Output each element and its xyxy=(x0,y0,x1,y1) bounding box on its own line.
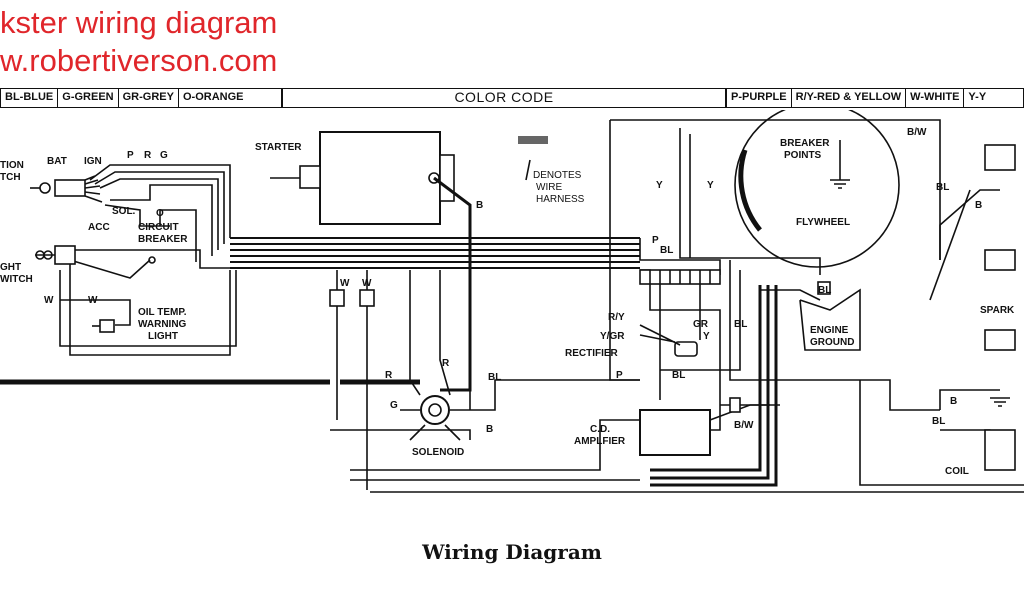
terminal-strip xyxy=(639,269,721,285)
ign-label: IGN xyxy=(84,156,102,167)
legend-item: G-GREEN xyxy=(58,89,119,107)
legend-item: R/Y-RED & YELLOW xyxy=(792,89,907,107)
solenoid-label: SOLENOID xyxy=(412,447,464,458)
wire-label: R xyxy=(442,358,450,369)
color-code-title: COLOR CODE xyxy=(282,88,726,108)
wire-label: G xyxy=(390,400,398,411)
rectifier xyxy=(639,324,698,357)
oil-temp-light xyxy=(92,319,115,333)
legend-item: BL-BLUE xyxy=(1,89,59,107)
cd-amplifier-label: C.D.AMPLFIER xyxy=(574,424,626,447)
wire-label: O xyxy=(156,208,164,219)
wire-label: BL xyxy=(932,416,945,427)
legend-item: Y-Y xyxy=(968,91,987,103)
wire-harness xyxy=(0,237,640,385)
wire-labels: P R G O B W W B/W Y Y BL B P BL R/Y Y/GR… xyxy=(44,127,982,435)
cd-amplifier xyxy=(639,397,770,456)
wire-label: BL xyxy=(660,245,673,256)
wire-label: BL xyxy=(936,182,949,193)
wire-label: R/Y xyxy=(608,312,625,323)
rectifier-label: RECTIFIER xyxy=(565,348,619,359)
wire-label: R xyxy=(385,370,393,381)
wire-label: B xyxy=(476,200,483,211)
wire-label: W xyxy=(88,295,98,306)
wire-label: B xyxy=(975,200,982,211)
terminal-labels: BAT IGN SOL. ACC xyxy=(47,156,136,233)
coil-label: COIL xyxy=(945,466,969,477)
flywheel-label: FLYWHEEL xyxy=(796,217,850,228)
wire-label: W xyxy=(362,278,372,289)
wire-label: GR xyxy=(693,319,709,330)
wire-label: W xyxy=(340,278,350,289)
wire-label: B/W xyxy=(907,127,927,138)
watermark-url: w.robertiverson.com xyxy=(0,43,278,78)
spark-plugs xyxy=(984,144,1016,471)
watermark-title: kster wiring diagram xyxy=(0,5,278,40)
wire-label: Y xyxy=(703,331,710,342)
spark-label: SPARK xyxy=(980,305,1015,316)
legend-item: P-PURPLE xyxy=(727,89,792,107)
legend-item: GR-GREY xyxy=(119,89,179,107)
flywheel xyxy=(734,110,900,268)
wire-label: Y xyxy=(656,180,663,191)
engine-ground xyxy=(799,281,861,351)
circuit-breaker xyxy=(148,256,156,264)
wire-label: R xyxy=(144,150,152,161)
ignition-wires xyxy=(89,164,231,262)
legend-item: O-ORANGE xyxy=(182,91,244,103)
lower-wires xyxy=(330,429,1024,493)
wire-label: B/W xyxy=(734,420,754,431)
acc-label: ACC xyxy=(88,222,110,233)
wire-label: P xyxy=(652,235,659,246)
wire-label: BL xyxy=(672,370,685,381)
starter xyxy=(270,131,472,392)
sol-label: SOL. xyxy=(112,206,136,217)
harness-legend-marker xyxy=(518,136,548,181)
wire-label: P xyxy=(616,370,623,381)
light-switch xyxy=(35,245,76,265)
wire-label: BL xyxy=(818,285,831,296)
light-switch-wires xyxy=(59,249,237,356)
wire-label: B xyxy=(950,396,957,407)
bat-label: BAT xyxy=(47,156,67,167)
starter-label: STARTER xyxy=(255,142,302,153)
wire-label: W xyxy=(44,295,54,306)
ignition-switch xyxy=(30,175,103,203)
legend-item: W-WHITE xyxy=(906,89,965,107)
wire-label: P xyxy=(127,150,134,161)
wire-label: BL xyxy=(488,372,501,383)
wire-label: B xyxy=(486,424,493,435)
wire-label: Y/GR xyxy=(600,331,625,342)
wire-label: BL xyxy=(734,319,747,330)
solenoid xyxy=(350,270,660,471)
connector-block xyxy=(329,270,375,490)
wire-label: G xyxy=(160,150,168,161)
diagram-caption: Wiring Diagram xyxy=(422,540,602,564)
wire-label: Y xyxy=(707,180,714,191)
